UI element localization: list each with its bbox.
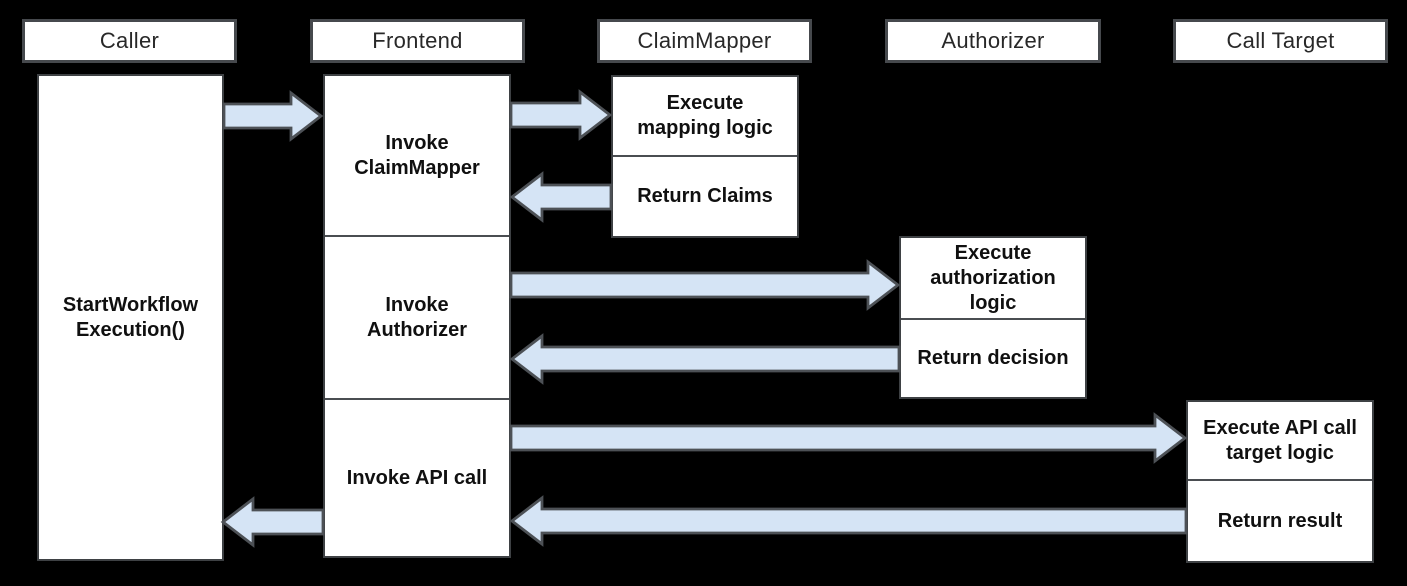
arrow-authorizer-to-frontend (509, 333, 901, 385)
lane-header-calltarget: Call Target (1173, 19, 1388, 63)
step-execute-mapping-logic: Execute mapping logic (637, 92, 773, 139)
arrow-calltarget-to-frontend (509, 495, 1188, 547)
arrow-claimmapper-to-frontend (509, 171, 613, 223)
step-invoke-authorizer: Invoke Authorizer (325, 235, 509, 398)
step-return-result: Return result (1188, 479, 1372, 561)
step-startworkflow-execution: StartWorkflow Execution() (62, 293, 199, 341)
activation-caller: StartWorkflow Execution() (37, 74, 224, 561)
arrow-frontend-to-caller (220, 496, 325, 548)
step-invoke-api-call: Invoke API call (325, 398, 509, 556)
lane-header-authorizer: Authorizer (885, 19, 1101, 63)
step-return-claims: Return Claims (613, 155, 797, 236)
activation-authorizer: Execute authorization logic Return decis… (899, 236, 1087, 399)
step-invoke-claimmapper: Invoke ClaimMapper (354, 131, 480, 179)
activation-frontend: Invoke ClaimMapper Invoke Authorizer Inv… (323, 74, 511, 558)
arrow-frontend-to-calltarget (509, 412, 1188, 464)
arrow-frontend-to-authorizer (509, 259, 901, 311)
lane-header-caller: Caller (22, 19, 237, 63)
step-execute-api-call-target-logic: Execute API call target logic (1203, 416, 1357, 464)
arrow-frontend-to-claimmapper (509, 89, 613, 141)
lane-header-claimmapper: ClaimMapper (597, 19, 812, 63)
activation-claimmapper: Execute mapping logic Return Claims (611, 75, 799, 238)
arrow-caller-to-frontend (222, 90, 324, 142)
step-execute-authorization-logic: Execute authorization logic (930, 241, 1056, 314)
activation-calltarget: Execute API call target logic Return res… (1186, 400, 1374, 563)
step-return-decision: Return decision (901, 318, 1085, 397)
lane-header-frontend: Frontend (310, 19, 525, 63)
